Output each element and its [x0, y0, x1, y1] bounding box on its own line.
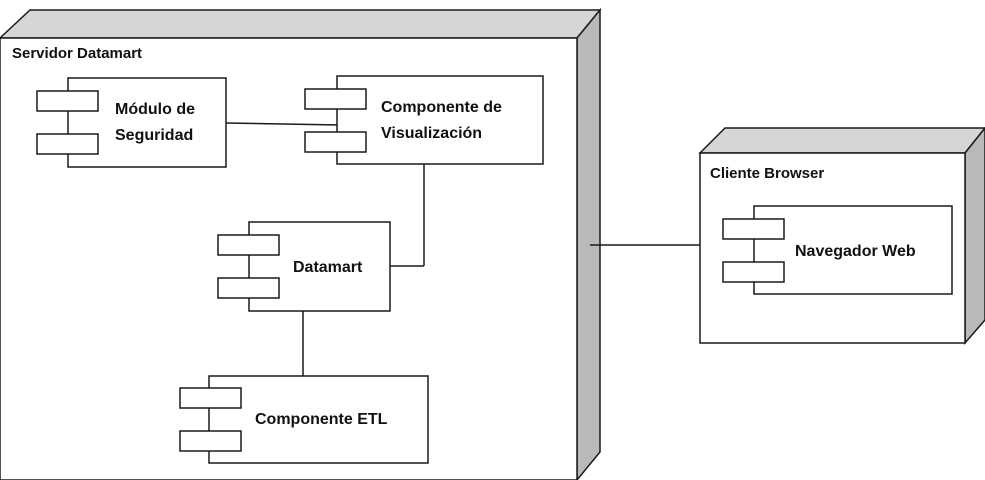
component-port-icon — [217, 277, 280, 299]
component-body — [753, 205, 953, 295]
component-port-icon — [36, 90, 99, 112]
component-label-line-2: Seguridad — [115, 127, 193, 144]
component-port-icon — [304, 131, 367, 153]
client-node-side-face — [964, 126, 985, 346]
component-body — [336, 75, 544, 165]
component-label: Datamart — [293, 259, 363, 276]
component-port-icon — [217, 234, 280, 256]
client-node-label: Cliente Browser — [710, 165, 824, 182]
component-label: Navegador Web — [795, 243, 916, 260]
component-navegador-web: Navegador Web — [722, 205, 953, 295]
component-label-line-1: Componente de — [381, 99, 502, 116]
component-port-icon — [179, 387, 242, 409]
connector-seguridad-visualizacion — [225, 122, 341, 126]
component-port-icon — [722, 218, 785, 240]
connectors — [225, 122, 700, 376]
component-port-icon — [36, 133, 99, 155]
component-etl: Componente ETL — [179, 375, 429, 464]
component-port-icon — [304, 88, 367, 110]
component-body — [208, 375, 429, 464]
component-port-icon — [722, 261, 785, 283]
component-visualizacion: Componente de Visualización — [304, 75, 544, 165]
component-modulo-seguridad: Módulo de Seguridad — [36, 77, 227, 168]
component-datamart: Datamart — [217, 221, 391, 312]
component-port-icon — [179, 430, 242, 452]
server-node-top-face — [0, 9, 602, 39]
component-label: Componente ETL — [255, 411, 388, 428]
client-node: Cliente Browser — [698, 126, 985, 346]
server-node-label: Servidor Datamart — [12, 45, 142, 62]
component-label-line-2: Visualización — [381, 125, 482, 142]
client-node-top-face — [698, 127, 985, 154]
component-label-line-1: Módulo de — [115, 101, 195, 118]
